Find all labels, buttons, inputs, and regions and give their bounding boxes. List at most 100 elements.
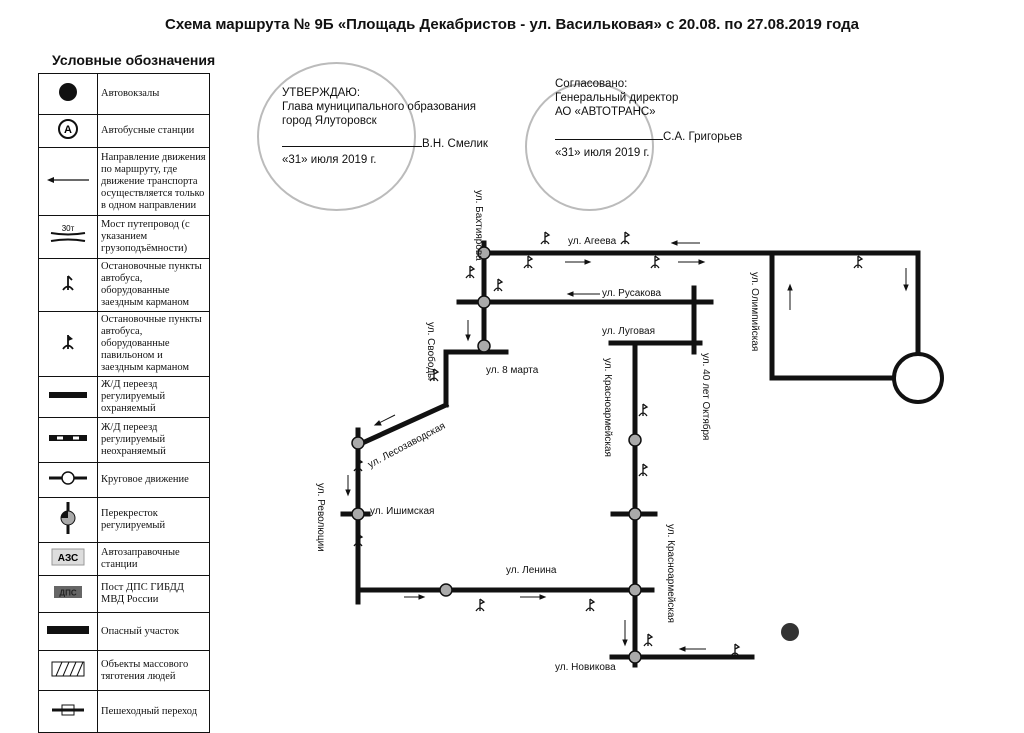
bus-stop-icon	[475, 598, 486, 612]
signature-line	[282, 134, 422, 147]
bus-stop-icon	[638, 403, 649, 417]
road-lesozavodskaya	[354, 401, 450, 449]
street-label: ул. Агеева	[568, 236, 617, 247]
street-label: ул. Бахтиярова	[473, 190, 484, 261]
bus-stop-icon	[429, 368, 440, 382]
signature-line	[555, 127, 663, 140]
legend-title: Условные обозначения	[52, 52, 216, 68]
legend-label: Объекты массового тяготения людей	[97, 650, 210, 691]
approval-left-date: «31» июля 2019 г.	[282, 154, 377, 166]
direction-arrow-icon	[566, 291, 600, 297]
roundabout-icon	[49, 471, 87, 485]
direction-arrow-icon	[787, 283, 793, 310]
direction-arrow-icon	[404, 594, 426, 600]
bus-stop-icon	[493, 278, 504, 292]
traffic-light-intersection-icon	[477, 339, 491, 353]
rail-crossing-guarded-icon	[49, 392, 87, 398]
road-ageeva	[481, 250, 921, 356]
legend-label: Круговое движение	[97, 462, 210, 498]
bus-stop-icon	[523, 255, 534, 269]
bus-terminal-icon	[59, 83, 77, 101]
rail-crossing-unguarded-icon	[49, 435, 87, 441]
direction-arrow-icon	[465, 320, 471, 342]
traffic-light-intersection-icon	[351, 436, 365, 450]
road-8-marta	[443, 349, 509, 408]
one-way-arrow-icon	[47, 176, 89, 183]
traffic-light-intersection-icon	[439, 583, 453, 597]
traffic-light-intersection-icon	[628, 583, 642, 597]
bus-stop-icon	[853, 255, 864, 269]
gas-station-icon: АЗС	[51, 548, 85, 566]
street-label: ул. Олимпийская	[749, 272, 760, 351]
bridge-capacity-symbol: 30т	[62, 224, 75, 233]
bridge-icon: 30т	[50, 224, 86, 242]
gas-station-symbol: АЗС	[58, 553, 78, 564]
traffic-light-intersection-icon	[351, 507, 365, 521]
street-label: ул. Красноармейская	[665, 524, 676, 623]
street-label: ул. Свободы	[425, 322, 437, 380]
street-label: ул. 8 марта	[486, 365, 539, 376]
approval-left-name: В.Н. Смелик	[422, 138, 488, 150]
traffic-light-intersection-icon	[477, 246, 491, 260]
bus-stop-icon	[540, 231, 551, 245]
approval-left-heading: УТВЕРЖДАЮ:	[282, 87, 361, 99]
approval-left-position: Глава муниципального образования	[282, 101, 476, 113]
legend-label: Перекресток регулируемый	[97, 497, 210, 543]
street-label: ул. Революции	[315, 483, 326, 552]
dangerous-section-icon	[47, 625, 89, 634]
approval-right-date: «31» июля 2019 г.	[555, 147, 650, 159]
bus-station-symbol: A	[64, 124, 72, 136]
approval-right: Согласовано: Генеральный директор АО «АВ…	[555, 77, 742, 160]
legend-label: Остановочные пункты автобуса, оборудован…	[97, 311, 210, 377]
legend-label: Направление движения по маршруту, где дв…	[97, 147, 210, 216]
direction-arrow-icon	[345, 475, 351, 497]
bus-stop-icon	[465, 265, 476, 279]
legend-label: Опасный участок	[97, 612, 210, 651]
traffic-light-intersection-icon	[628, 507, 642, 521]
direction-arrow-icon	[373, 414, 396, 426]
approval-right-position: Генеральный директор	[555, 92, 679, 104]
traffic-light-intersection-icon	[628, 650, 642, 664]
direction-arrow-icon	[565, 259, 592, 265]
bus-stop-icon	[620, 231, 631, 245]
approval-right-name: С.А. Григорьев	[663, 131, 743, 143]
street-label: ул. Ленина	[506, 565, 557, 576]
bus-stop-icon	[353, 533, 364, 547]
bus-stop-icon	[643, 633, 654, 647]
direction-arrow-icon	[678, 259, 706, 265]
road-olimpiyskaya	[769, 250, 896, 381]
stamp-right	[525, 82, 654, 211]
legend-label: Пост ДПС ГИБДД МВД России	[97, 575, 210, 613]
legend-label: Автобусные станции	[97, 114, 210, 148]
bus-stop-pavilion-icon	[62, 335, 74, 350]
one-way-arrows	[345, 240, 909, 652]
roundabout-icon	[892, 352, 944, 404]
pedestrian-crossing-icon	[52, 704, 84, 715]
approval-left: УТВЕРЖДАЮ: Глава муниципального образова…	[282, 86, 488, 167]
police-post-icon: ДПС	[54, 586, 82, 598]
traffic-light-intersection-icon	[60, 502, 76, 534]
direction-arrow-icon	[903, 268, 909, 292]
legend-label: Мост путепровод (с указанием грузоподъём…	[97, 215, 210, 259]
street-label: ул. Ишимская	[370, 506, 434, 517]
bus-stop-icon	[730, 643, 741, 657]
bus-stop-pocket-icon	[62, 275, 74, 291]
police-post-symbol: ДПС	[59, 589, 76, 598]
approval-left-org: город Ялуторовск	[282, 115, 377, 127]
map-title: Схема маршрута № 9Б «Площадь Декабристов…	[165, 16, 859, 33]
bus-stop-icon	[650, 255, 661, 269]
direction-arrow-icon	[520, 594, 547, 600]
legend-label: Ж/Д переезд регулируемый охраняемый	[97, 376, 210, 418]
street-label: ул. Новикова	[555, 662, 616, 673]
intersections	[351, 246, 642, 664]
approval-right-heading: Согласовано:	[555, 78, 628, 90]
legend-label: Остановочные пункты автобуса, оборудован…	[97, 258, 210, 312]
bus-stop-icon	[353, 458, 364, 472]
direction-arrow-icon	[678, 646, 706, 652]
street-label: ул. Лесозаводская	[366, 421, 447, 471]
bus-stop-icon	[638, 463, 649, 477]
direction-arrow-icon	[622, 620, 628, 647]
bus-station-icon: A	[58, 119, 78, 139]
